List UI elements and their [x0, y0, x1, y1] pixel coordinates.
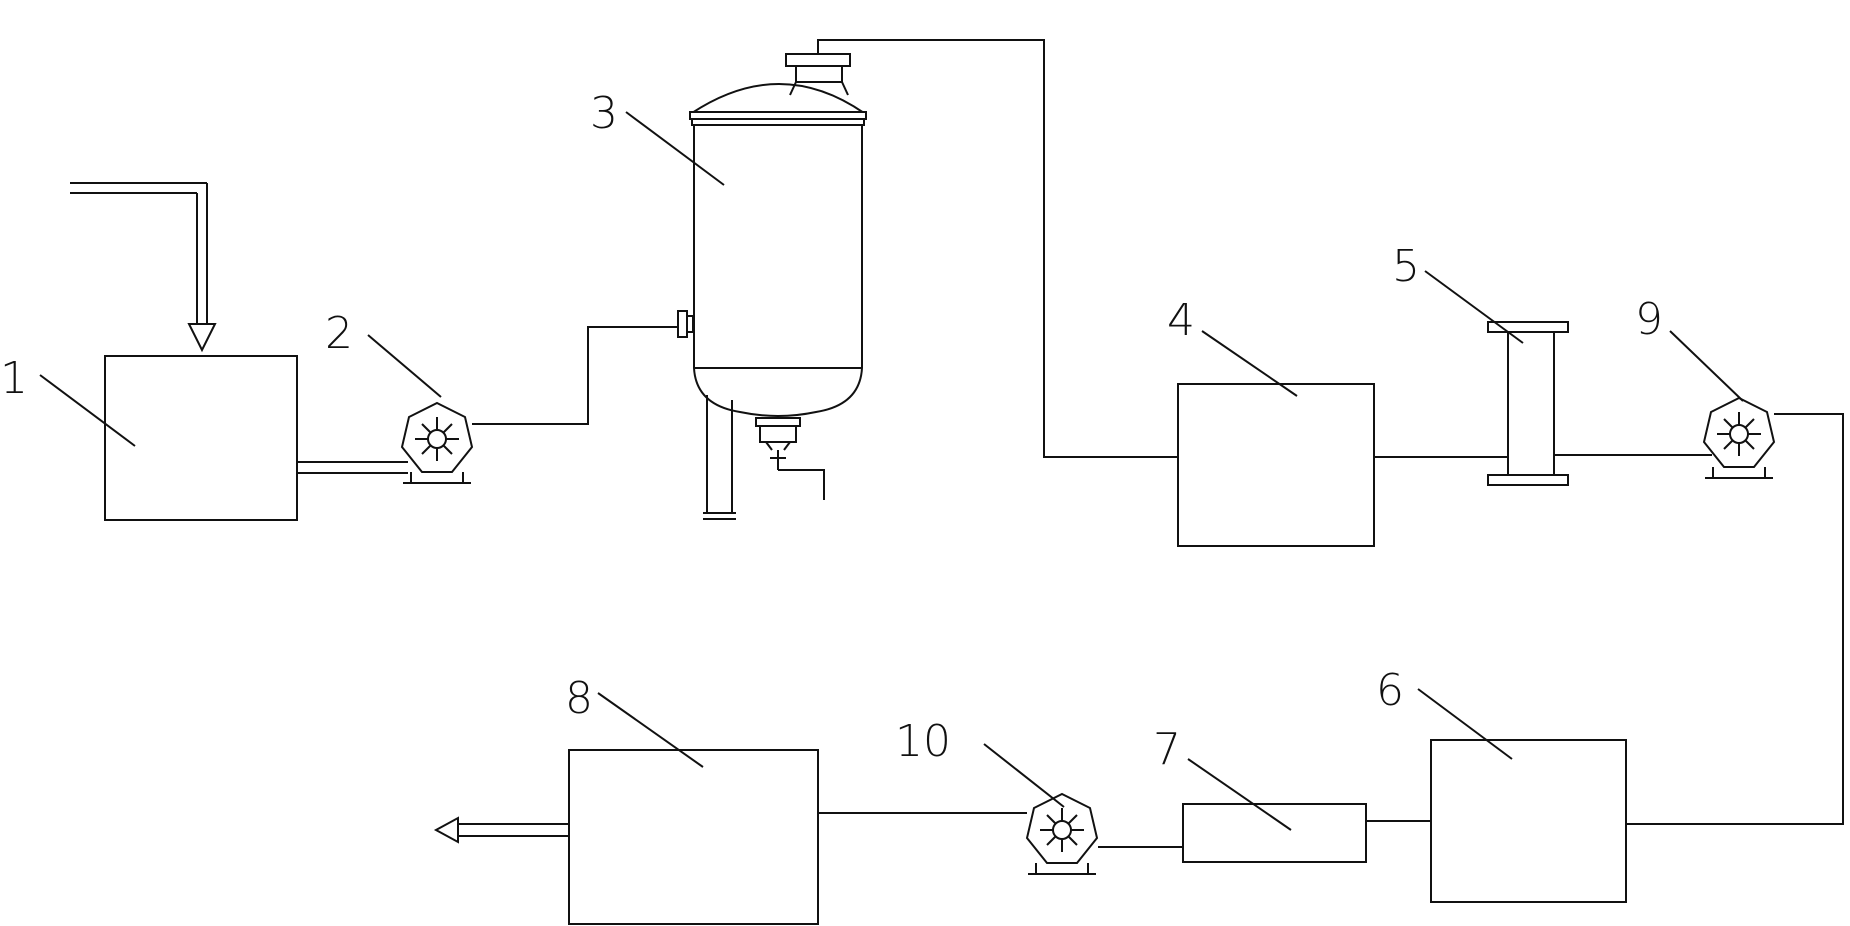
label-10: 10 [895, 716, 951, 767]
flow-arrow-icon [187, 323, 217, 353]
pump-2 [401, 402, 473, 484]
label-8: 8 [565, 673, 593, 724]
inlet-pipe [70, 182, 217, 353]
label-4: 4 [1167, 295, 1195, 346]
unit-8 [568, 749, 819, 925]
unit-4 [1177, 383, 1375, 547]
flow-arrow-icon [433, 816, 459, 844]
unit-6 [1430, 739, 1627, 903]
tank-1 [104, 355, 298, 521]
label-9: 9 [1635, 294, 1663, 345]
label-7: 7 [1153, 724, 1181, 775]
label-1: 1 [0, 353, 28, 404]
pump-9 [1703, 397, 1775, 479]
unit-7 [1182, 803, 1367, 863]
label-5: 5 [1392, 241, 1420, 292]
label-3: 3 [590, 88, 618, 139]
reactor-vessel-3 [689, 53, 867, 520]
filter-column-5 [1487, 321, 1569, 486]
leader-lines [39, 111, 1744, 831]
label-6: 6 [1376, 665, 1404, 716]
label-2: 2 [325, 308, 353, 359]
outlet-pipe [433, 816, 569, 844]
